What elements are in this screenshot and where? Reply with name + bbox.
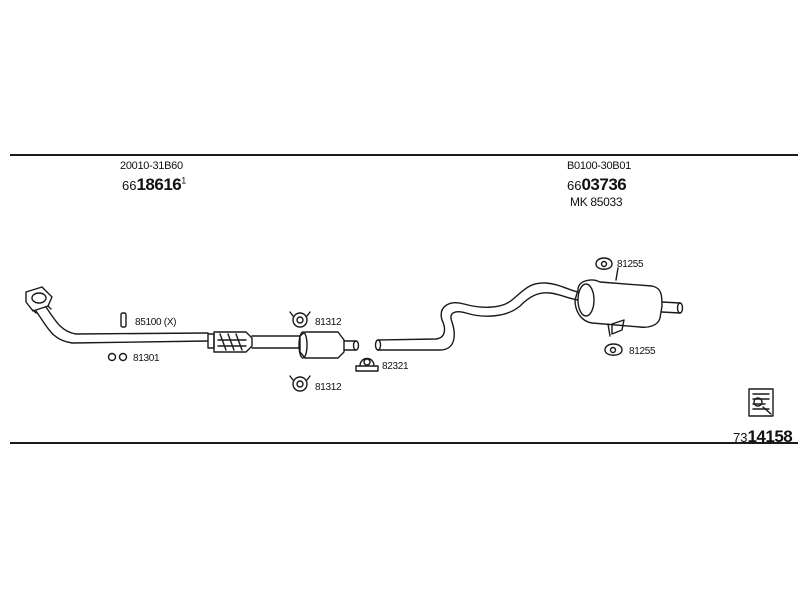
part-number: 03736	[581, 175, 627, 194]
top-divider	[10, 154, 798, 156]
rear-silencer	[574, 267, 684, 337]
hanger-rear-bottom-part	[604, 343, 623, 356]
front-pipe	[35, 306, 209, 344]
mk-number: MK 85033	[570, 195, 623, 209]
label-hanger-lower: 81312	[315, 382, 342, 393]
part-number-right: 6603736	[567, 175, 627, 195]
part-prefix: 66	[122, 178, 137, 193]
hanger-upper-part	[289, 311, 311, 328]
clamp-part	[355, 357, 379, 372]
part-prefix: 66	[567, 178, 582, 193]
label-hanger-rear-top: 81255	[617, 259, 644, 270]
diagram-number: 7314158	[733, 427, 793, 447]
center-silencer	[298, 331, 360, 359]
label-rubber-front: 81301	[133, 353, 160, 364]
oem-number-left: 20010-31B60	[120, 160, 183, 172]
oem-number-right: B0100-30B01	[567, 160, 631, 172]
hanger-lower-part	[289, 375, 311, 392]
bottom-divider	[10, 442, 798, 444]
diagram-prefix: 73	[733, 430, 748, 445]
rear-pipe	[374, 282, 579, 351]
front-flange	[25, 286, 53, 314]
label-hanger-rear-bottom: 81255	[629, 346, 656, 357]
label-front-gasket: 85100 (X)	[135, 317, 177, 328]
catalog-icon	[748, 388, 774, 417]
rubber-ring-front	[107, 352, 128, 362]
part-number: 18616	[136, 175, 182, 194]
hanger-rear-top-part	[595, 257, 613, 270]
part-number-left: 66186161	[122, 175, 186, 195]
diagram-main-number: 14158	[747, 427, 793, 446]
label-clamp: 82321	[382, 361, 409, 372]
footnote-mark: 1	[181, 175, 187, 186]
flex-joint	[207, 331, 301, 353]
gasket-front-part	[120, 312, 127, 328]
label-hanger-upper: 81312	[315, 317, 342, 328]
